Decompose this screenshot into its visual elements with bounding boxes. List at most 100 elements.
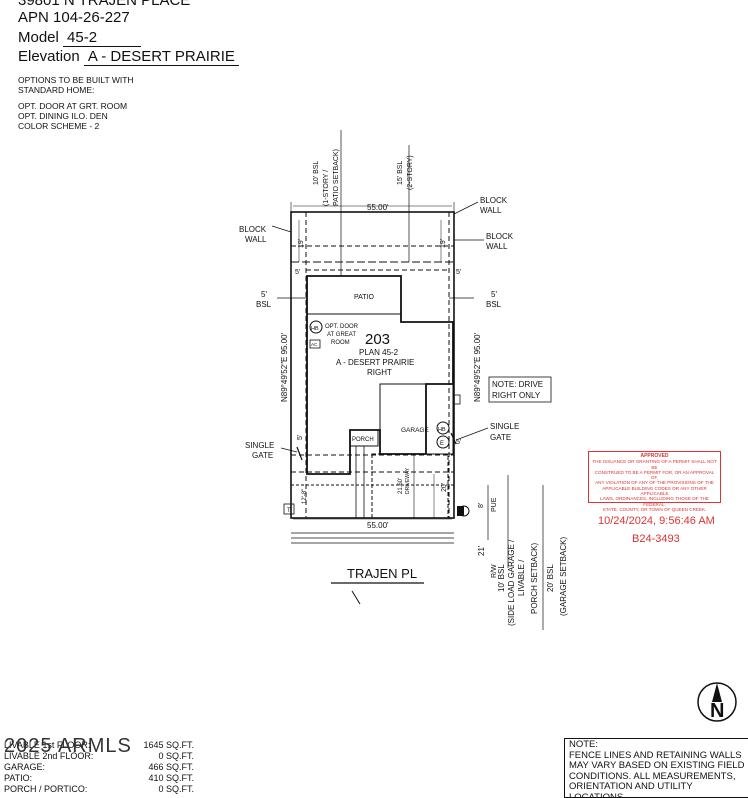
dim-5-left: 5' [295,269,300,276]
options-title: OPTIONS TO BE BUILT WITH STANDARD HOME: [18,75,134,95]
block-wall-right: WALL [486,242,508,251]
dim-5-left-low: 5' [297,435,304,440]
note-drive-box [488,376,552,403]
bottom-bsl-10: LIVABLE / [517,559,526,596]
opt-door-line: ROOM [331,340,350,346]
bottom-bsl-10: PORCH SETBACK) [530,543,539,614]
elevation-label: Elevation [18,48,80,65]
permit-number: B24-3493 [632,533,680,545]
plan-elevation: A - DESERT PRAIRIE [336,358,414,367]
single-gate-right: GATE [490,433,511,442]
plan-orientation: RIGHT [367,368,392,377]
bottom-bsl-20: 20' BSL [546,564,555,592]
single-gate-right: SINGLE [490,422,519,431]
bsl-right-label: BSL [486,300,502,309]
garage-label: GARAGE [401,427,429,434]
patio-label: PATIO [354,294,375,301]
option-item: OPT. DOOR AT GRT. ROOM [18,101,128,111]
dim-20: 20' [441,483,448,492]
area-row: GARAGE:466 SQ.FT. [4,762,194,772]
dim-21-60: 21.60' [398,478,404,494]
bsl-right-value: 5' [491,290,497,299]
block-wall-left: BLOCK [239,225,267,234]
note-line: CONDITIONS. ALL MEASUREMENTS, [569,770,736,782]
hb-label: HB [438,427,446,433]
bsl-15-line: (2-STORY) [407,155,414,190]
single-gate-left: SINGLE [245,441,274,450]
model-label: Model [18,29,59,46]
bsl-15-line: 15' BSL [397,161,404,185]
elevation-line: Elevation A - DESERT PRAIRIE [18,48,239,66]
note-drive-line: RIGHT ONLY [492,391,541,400]
watermark: 2025 ARMLS [4,735,132,757]
apn-value: 104-26-227 [53,9,130,26]
porch-label: PORCH [352,437,374,443]
dim-19-left: 19' [298,239,305,248]
dim-5-right-low: 5' [456,439,461,446]
area-row: LIVABLE 1st FLOOR:1645 SQ.FT. [4,740,194,750]
meter-box [452,394,461,405]
approval-stamp: APPROVED THE ISSUANCE OR GRANTING OF A P… [588,451,721,512]
hose-bib-icon [436,421,450,435]
block-wall-right-top: WALL [480,206,502,215]
stamp-line: STATE, COUNTY, OR TOWN OF QUEEN CREEK. [602,506,707,512]
options-title-line: STANDARD HOME: [18,85,95,95]
area-row: LIVABLE 2nd FLOOR:0 SQ.FT. [4,751,194,761]
ac-unit [309,339,321,349]
opt-door-line: AT GREAT [327,332,356,338]
dim-right: N89°49'52"E 95.00' [473,332,482,402]
bottom-bsl-10: (SIDE LOAD GARAGE / [507,539,516,626]
dim-21: 21' [477,545,486,556]
dim-left: N89°49'52"E 95.00' [280,332,289,402]
note-line: FENCE LINES AND RETAINING WALLS [569,749,742,761]
option-item: OPT. DINING ILO. DEN [18,111,108,121]
dim-8: 8' [478,503,485,508]
dim-bottom: 55.00' [367,521,389,530]
elevation-value: A - DESERT PRAIRIE [83,48,239,66]
stamp-line: CONSTRUED TO BE A PERMIT FOR, OR AN APPR… [594,469,715,481]
area-row: PATIO:410 SQ.FT. [4,773,194,783]
note-drive-line: NOTE: DRIVE [492,380,543,389]
stamp-datetime: 10/24/2024, 9:56:46 AM [598,515,715,527]
model-value: 45-2 [63,29,142,47]
patio-outline [306,275,402,315]
bsl-10-line: (1-STORY / [323,170,330,206]
apn-line: APN 104-26-227 [18,9,130,26]
bsl-left-value: 5' [261,290,267,299]
pue-label: PUE [491,497,498,512]
electric-meter-icon [436,435,450,449]
street-name: TRAJEN PL [347,566,417,581]
bottom-bsl-20: (GARAGE SETBACK) [559,537,568,616]
block-wall-right-top: BLOCK [480,196,508,205]
apn-label: APN [18,9,49,26]
hb-label: HB [311,326,319,332]
note-line: MAY VARY BASED ON EXISTING FIELD [569,760,745,771]
opt-door-line: OPT. DOOR [325,324,359,330]
dim-top: 55.00' [367,203,389,212]
note-line: ORIENTATION AND UTILITY LOCATIONS [569,781,693,798]
dim-5-right: 5' [456,269,461,276]
north-label: N [710,700,724,722]
rw-label: R/W [491,564,498,578]
lot-number: 203 [365,331,390,348]
stamp-line: LAWS, ORDINANCES, INCLUDING THOSE OF THE… [600,496,709,507]
options-list: OPT. DOOR AT GRT. ROOM OPT. DINING ILO. … [18,101,127,131]
block-wall-right: BLOCK [486,232,514,241]
driveway-label: DRIVEWAY [405,467,411,494]
gate-right-mark [450,432,457,445]
t-label: T [287,508,291,514]
dim-19-right: 19' [440,239,447,248]
driveway-outline [371,453,449,519]
stamp-line: APPLICABLE BUILDING CODES OR ANY OTHER A… [602,485,707,497]
bottom-bsl-10: 10' BSL [497,564,506,592]
e-label: E [440,441,444,447]
gate-left-mark [296,446,303,461]
bsl-left-label: BSL [256,300,272,309]
plan-name: PLAN 45-2 [359,348,399,357]
note-box: NOTE: FENCE LINES AND RETAINING WALLS MA… [564,738,748,798]
model-line: Model 45-2 [18,29,142,47]
area-table: LIVABLE 1st FLOOR:1645 SQ.FT. LIVABLE 2n… [4,735,194,795]
stamp-title: APPROVED [640,453,669,459]
block-wall-left: WALL [245,235,267,244]
transformer-marker [283,503,295,515]
